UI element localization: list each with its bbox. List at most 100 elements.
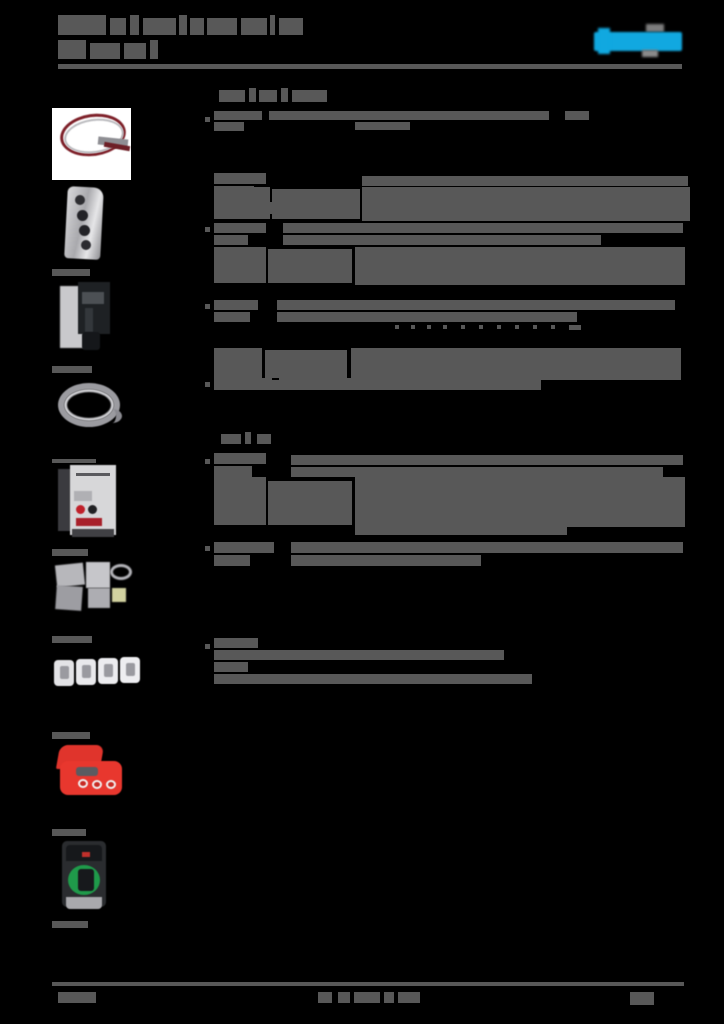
- product-label: [52, 823, 148, 841]
- hager-logo: [594, 24, 682, 57]
- row-code: [214, 111, 262, 120]
- content-section: [205, 300, 685, 390]
- content-row[interactable]: [205, 638, 685, 698]
- row-code-2: [214, 466, 252, 477]
- product-image-grey-terminal-block: [52, 183, 148, 261]
- section-heading: [205, 88, 685, 104]
- row-code-2: [214, 122, 244, 131]
- product-label: [52, 726, 148, 744]
- product-thumbnail[interactable]: [52, 463, 148, 558]
- product-label: [52, 263, 148, 281]
- product-image-wire-loop-cable-red: [52, 108, 131, 180]
- bullet-marker: [205, 546, 210, 551]
- row-code: [214, 223, 266, 233]
- bullet-marker: [205, 117, 210, 122]
- row-code-2: [214, 312, 250, 322]
- content-row[interactable]: [205, 378, 685, 406]
- footer-center-1: [318, 992, 332, 1003]
- header-divider: [58, 64, 682, 69]
- content-section: [205, 432, 685, 542]
- footer-left: [58, 992, 96, 1003]
- row-code: [214, 173, 266, 184]
- content-row[interactable]: [205, 223, 685, 285]
- content-row[interactable]: [205, 453, 685, 543]
- product-image-dark-control-device: [52, 278, 148, 358]
- product-thumbnail[interactable]: [52, 839, 148, 934]
- section-heading: [205, 200, 685, 216]
- footer-center-5: [398, 992, 420, 1003]
- content-row[interactable]: [205, 542, 685, 572]
- content-section: [205, 88, 690, 221]
- bullet-marker: [205, 459, 210, 464]
- footer-center-3: [354, 992, 380, 1003]
- content-column: [205, 88, 690, 728]
- row-code: [214, 378, 272, 390]
- product-thumbnail[interactable]: [52, 183, 148, 278]
- page-footer: [52, 990, 684, 1010]
- row-block-right: [355, 247, 685, 285]
- row-block-mid: [265, 350, 347, 378]
- row-description-2: [355, 122, 410, 130]
- product-thumbnail[interactable]: [52, 739, 148, 839]
- row-code: [214, 638, 258, 648]
- product-image-green-rotary-switch-device: [52, 839, 148, 913]
- product-label: [52, 915, 148, 933]
- row-block-left: [214, 348, 262, 378]
- bullet-marker: [205, 304, 210, 309]
- product-label: [52, 360, 148, 378]
- row-block-left: [214, 247, 266, 283]
- content-section: [205, 542, 685, 638]
- row-description: [269, 111, 549, 120]
- row-code-2: [214, 555, 250, 566]
- product-label: [52, 453, 148, 471]
- row-code: [214, 542, 274, 553]
- row-code: [214, 300, 258, 310]
- row-description-tail: [362, 176, 688, 186]
- logo-accent-top: [646, 24, 664, 32]
- product-thumbnail[interactable]: [52, 558, 148, 644]
- content-section: [205, 638, 685, 728]
- row-block-mid: [268, 481, 352, 525]
- product-thumbnail[interactable]: [52, 644, 148, 739]
- content-row[interactable]: [205, 111, 685, 137]
- section-heading: [205, 432, 685, 446]
- row-description-2: [283, 235, 601, 245]
- bullet-marker: [205, 644, 210, 649]
- footer-center-4: [384, 992, 394, 1003]
- row-description-2: [277, 312, 577, 322]
- row-description: [283, 223, 683, 233]
- row-description: [351, 348, 681, 380]
- product-image-din-rail-module-grey: [52, 463, 148, 541]
- product-image-metal-accessory-kit: [52, 558, 148, 620]
- content-section: [205, 378, 685, 432]
- logo-stem: [598, 28, 610, 54]
- row-description: [279, 378, 541, 390]
- row-dots: [395, 325, 399, 329]
- product-image-coiled-flexible-conduit: [52, 373, 148, 449]
- row-description: [362, 187, 690, 221]
- row-block-left: [214, 477, 266, 525]
- row-description-2: [291, 467, 663, 477]
- row-block-mid: [268, 249, 352, 283]
- bullet-marker: [205, 227, 210, 232]
- bullet-marker: [205, 382, 210, 387]
- product-thumbnail[interactable]: [52, 278, 148, 373]
- row-value: [565, 111, 589, 120]
- page-header: [58, 14, 682, 76]
- row-description: [291, 455, 683, 465]
- product-label: [52, 630, 148, 648]
- row-code-2: [214, 235, 248, 245]
- product-thumbnail[interactable]: [52, 373, 148, 466]
- logo-wordmark: [594, 32, 682, 51]
- product-image-red-lockout-device: [52, 739, 148, 809]
- product-thumbnail[interactable]: [52, 88, 148, 202]
- content-section: [205, 200, 685, 300]
- footer-divider: [52, 982, 684, 986]
- footer-right: [630, 992, 654, 1005]
- content-row[interactable]: [205, 300, 685, 334]
- page-title: [58, 14, 308, 60]
- row-code: [214, 453, 266, 464]
- row-description: [291, 542, 683, 553]
- row-description-2: [291, 555, 481, 566]
